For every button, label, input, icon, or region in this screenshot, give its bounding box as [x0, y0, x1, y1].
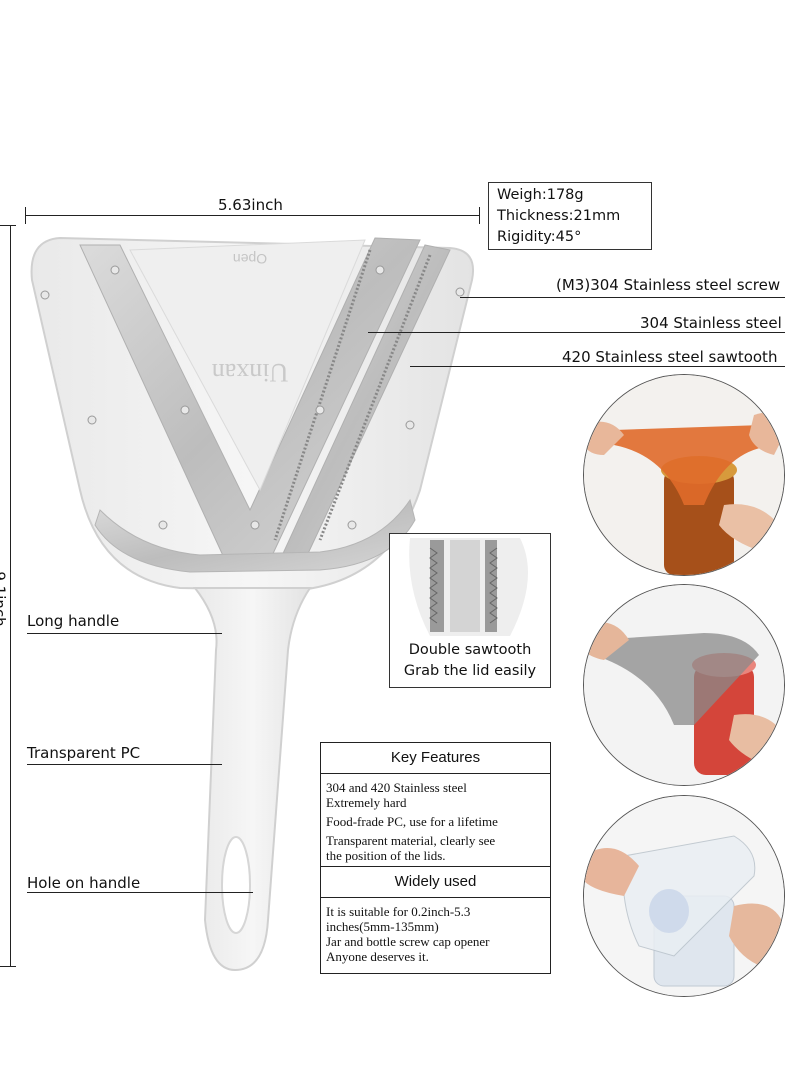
- clear-opener-photo: [584, 796, 784, 996]
- gray-opener-photo: [584, 585, 784, 785]
- embossed-open-text: Open: [233, 251, 267, 267]
- rigidity-spec: Rigidity:45°: [497, 229, 582, 245]
- usage-photo-clear: [583, 795, 785, 997]
- orange-opener-photo: [584, 375, 784, 575]
- sawtooth-callout-label: 420 Stainless steel sawtooth: [562, 348, 778, 366]
- widely-used-item: Anyone deserves it.: [326, 949, 429, 964]
- screw-callout-line: [460, 297, 785, 298]
- key-features-title: Key Features: [321, 743, 550, 774]
- long-handle-line: [27, 633, 222, 634]
- transparent-pc-label: Transparent PC: [27, 744, 141, 762]
- key-feature-item: 304 and 420 Stainless steel: [326, 780, 467, 795]
- usage-photo-gray: [583, 584, 785, 786]
- spec-box: Weigh:178g Thickness:21mm Rigidity:45°: [488, 182, 652, 250]
- width-label: 5.63inch: [218, 196, 283, 214]
- widely-used-item: It is suitable for 0.2inch-5.3: [326, 904, 471, 919]
- key-feature-item: Transparent material, clearly see: [326, 833, 496, 848]
- key-feature-item: Food-frade PC, use for a lifetime: [326, 814, 498, 829]
- sawtooth-closeup-image: [409, 538, 528, 636]
- widely-used-list: It is suitable for 0.2inch-5.3 inches(5m…: [321, 898, 550, 964]
- steel-callout-line: [368, 332, 785, 333]
- key-feature-item: Extremely hard: [326, 795, 407, 810]
- embossed-brand-text: Uinxan: [212, 358, 289, 387]
- weight-spec: Weigh:178g: [497, 187, 584, 203]
- height-dimension: [0, 225, 16, 970]
- features-box: Key Features 304 and 420 Stainless steel…: [320, 742, 551, 974]
- widely-used-item: inches(5mm-135mm): [326, 919, 439, 934]
- screw-callout-label: (M3)304 Stainless steel screw: [556, 276, 781, 294]
- jar-opener-image: Open Uinxan: [30, 236, 474, 972]
- width-dimension: [25, 206, 480, 226]
- sawtooth-callout-line: [410, 366, 785, 367]
- thickness-spec: Thickness:21mm: [497, 208, 621, 224]
- height-label: 9.1inch: [0, 571, 9, 627]
- hole-line: [27, 892, 253, 893]
- sawtooth-zoom-box: Double sawtooth Grab the lid easily: [389, 533, 551, 688]
- key-feature-item: the position of the lids.: [326, 848, 446, 863]
- zoom-caption-line1: Double sawtooth: [408, 642, 532, 658]
- long-handle-label: Long handle: [27, 612, 120, 630]
- hole-label: Hole on handle: [27, 874, 141, 892]
- transparent-pc-line: [27, 764, 222, 765]
- usage-photo-orange: [583, 374, 785, 576]
- zoom-caption-line2: Grab the lid easily: [403, 663, 537, 679]
- widely-used-item: Jar and bottle screw cap opener: [326, 934, 490, 949]
- key-features-list: 304 and 420 Stainless steel Extremely ha…: [321, 774, 550, 863]
- steel-callout-label: 304 Stainless steel: [640, 314, 782, 332]
- widely-used-title: Widely used: [321, 866, 550, 898]
